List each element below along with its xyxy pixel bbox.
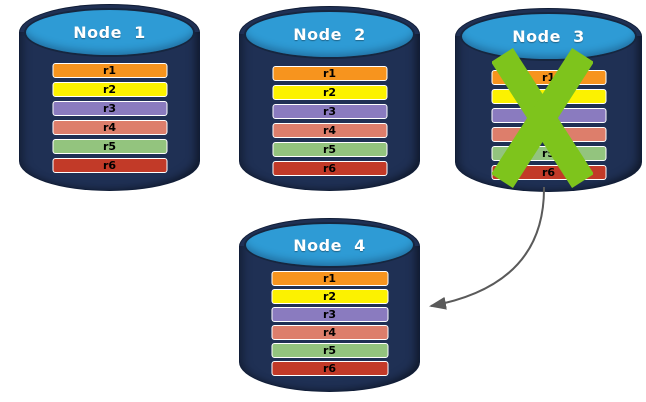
replica-row-r6: r6: [272, 161, 387, 176]
replica-row-label: r6: [541, 166, 556, 179]
replica-row-label: r3: [102, 102, 117, 115]
replica-row-label: r4: [322, 124, 337, 137]
replica-row-label: r5: [322, 143, 337, 156]
replica-row-label: r1: [322, 272, 337, 285]
replication-arrow: [429, 186, 546, 310]
replica-row-r4: r4: [271, 325, 388, 340]
replica-row-r6: r6: [271, 361, 388, 376]
cylinder-cap: Node 3: [460, 12, 637, 61]
replica-row-r3: r3: [272, 104, 387, 119]
replica-row-label: r4: [322, 326, 337, 339]
replica-row-r1: r1: [272, 66, 387, 81]
replica-row-r3: r3: [52, 101, 167, 116]
arrow-curve: [429, 186, 546, 310]
replica-row-r2: r2: [272, 85, 387, 100]
cylinder-cap: Node 1: [24, 8, 195, 57]
replica-row-label: r1: [102, 64, 117, 77]
replica-row-r3: r3: [271, 307, 388, 322]
replica-row-label: r6: [322, 162, 337, 175]
cylinder-cap: Node 4: [244, 222, 415, 268]
node-title: Node 3: [512, 27, 585, 46]
replica-row-label: r3: [322, 308, 337, 321]
replica-row-r5: r5: [52, 139, 167, 154]
replica-row-label: r6: [102, 159, 117, 172]
replica-row-label: r3: [322, 105, 337, 118]
node-title: Node 1: [73, 23, 146, 42]
replica-row-r2: r2: [52, 82, 167, 97]
replica-row-r2: r2: [271, 289, 388, 304]
replica-row-r6: r6: [52, 158, 167, 173]
replica-row-label: r4: [102, 121, 117, 134]
replica-rows: r1 r2 r3 r4 r5 r6: [52, 63, 167, 173]
node-4-cylinder: Node 4 r1 r2 r3 r4 r5 r6: [239, 218, 420, 392]
node-title: Node 4: [293, 235, 366, 255]
replica-row-label: r2: [322, 290, 337, 303]
cylinder-cap: Node 2: [244, 10, 415, 59]
node-2-cylinder: Node 2 r1 r2 r3 r4 r5 r6: [239, 6, 420, 191]
replica-row-label: r6: [322, 362, 337, 375]
replica-row-r4: r4: [272, 123, 387, 138]
node-title: Node 2: [293, 25, 366, 44]
replica-row-r5: r5: [271, 343, 388, 358]
failure-x-icon: [492, 48, 593, 188]
node-1-cylinder: Node 1 r1 r2 r3 r4 r5 r6: [19, 4, 200, 191]
replica-rows: r1 r2 r3 r4 r5 r6: [271, 271, 388, 376]
replica-row-label: r5: [541, 147, 556, 160]
replica-row-label: r1: [541, 71, 556, 84]
replica-rows: r1 r2 r3 r4 r5 r6: [272, 66, 387, 176]
replica-row-r5: r5: [272, 142, 387, 157]
replica-row-label: r5: [322, 344, 337, 357]
replica-row-r1: r1: [271, 271, 388, 286]
replica-row-label: r1: [322, 67, 337, 80]
x-stroke: [492, 48, 593, 188]
replica-row-label: r5: [102, 140, 117, 153]
replica-row-label: r2: [102, 83, 117, 96]
replica-row-label: r2: [322, 86, 337, 99]
replica-row-r1: r1: [52, 63, 167, 78]
replica-row-r4: r4: [52, 120, 167, 135]
